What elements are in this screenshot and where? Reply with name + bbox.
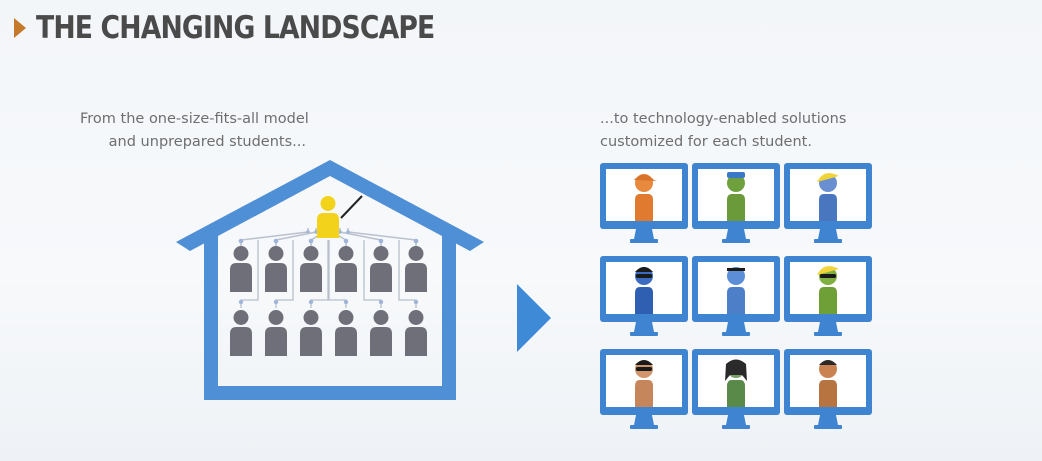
hair <box>817 266 839 275</box>
headband <box>727 268 745 271</box>
monitor-stand <box>634 415 654 425</box>
monitor-stand <box>818 415 838 425</box>
student-dark-hair-shades-icon <box>635 360 653 407</box>
monitor-stand <box>726 322 746 332</box>
computer-monitor-icon <box>692 163 780 243</box>
teacher-with-pointer-icon <box>317 195 363 238</box>
computer-monitor-icon <box>600 256 688 336</box>
student-blue-cap-icon <box>727 172 745 221</box>
computer-monitor-icon <box>692 256 780 336</box>
cap <box>634 174 657 181</box>
student-silhouette-icon <box>230 246 252 292</box>
connector-lines <box>238 228 419 308</box>
monitor-base <box>722 425 750 429</box>
monitor-stand <box>634 229 654 239</box>
hair <box>817 173 839 182</box>
hair <box>635 267 653 272</box>
monitor-base <box>814 425 842 429</box>
student-sunglasses-icon <box>635 267 653 314</box>
monitor-stand <box>726 229 746 239</box>
student-grid <box>230 246 427 356</box>
student-headband-icon <box>727 267 745 314</box>
page-title: THE CHANGING LANDSCAPE <box>36 10 435 46</box>
student-silhouette-icon <box>300 246 322 292</box>
cap <box>727 172 745 178</box>
sunglasses <box>636 274 652 278</box>
hair <box>819 360 837 365</box>
triangle-bullet-icon <box>14 18 26 38</box>
right-caption-line-2: customized for each student. <box>600 134 812 150</box>
monitor-stand <box>818 229 838 239</box>
student-blonde-icon <box>817 173 839 221</box>
student-silhouette-icon <box>265 246 287 292</box>
title-bar: THE CHANGING LANDSCAPE <box>14 6 499 50</box>
student-silhouette-icon <box>300 310 322 356</box>
computer-monitor-icon <box>600 349 688 429</box>
teacher-figure <box>317 196 339 238</box>
computer-monitor-icon <box>784 163 872 243</box>
left-caption-line-2: and unprepared students... <box>108 134 306 150</box>
monitor-grid <box>600 163 872 429</box>
pointer-stick <box>340 195 363 219</box>
right-caption-line-1: ...to technology-enabled solutions <box>600 111 847 127</box>
monitor-base <box>630 425 658 429</box>
computer-monitor-icon <box>784 349 872 429</box>
student-blonde-shades-icon <box>817 266 839 314</box>
student-silhouette-icon <box>370 246 392 292</box>
left-caption-line-1: From the one-size-fits-all model <box>80 111 309 127</box>
left-caption: From the one-size-fits-all model and unp… <box>80 108 309 154</box>
student-silhouette-icon <box>230 310 252 356</box>
student-silhouette-icon <box>265 310 287 356</box>
student-long-hair-icon <box>725 359 747 407</box>
computer-monitor-icon <box>692 349 780 429</box>
sunglasses <box>820 274 836 278</box>
monitor-stand <box>634 322 654 332</box>
schoolhouse-icon <box>176 160 484 400</box>
monitor-stand <box>818 322 838 332</box>
student-silhouette-icon <box>335 246 357 292</box>
monitor-base <box>814 332 842 336</box>
student-orange-cap-icon <box>634 174 657 221</box>
student-short-hair-icon <box>819 360 837 407</box>
computer-monitor-icon <box>600 163 688 243</box>
student-silhouette-icon <box>405 246 427 292</box>
monitor-base <box>722 332 750 336</box>
monitor-base <box>630 239 658 243</box>
right-arrow-icon <box>517 284 551 352</box>
monitor-base <box>722 239 750 243</box>
sunglasses <box>636 367 652 371</box>
monitor-base <box>630 332 658 336</box>
hair <box>635 360 653 365</box>
computer-monitor-icon <box>784 256 872 336</box>
student-silhouette-icon <box>405 310 427 356</box>
monitor-base <box>814 239 842 243</box>
long-hair <box>725 359 747 381</box>
right-caption: ...to technology-enabled solutions custo… <box>600 108 846 154</box>
student-silhouette-icon <box>335 310 357 356</box>
monitor-stand <box>726 415 746 425</box>
student-silhouette-icon <box>370 310 392 356</box>
